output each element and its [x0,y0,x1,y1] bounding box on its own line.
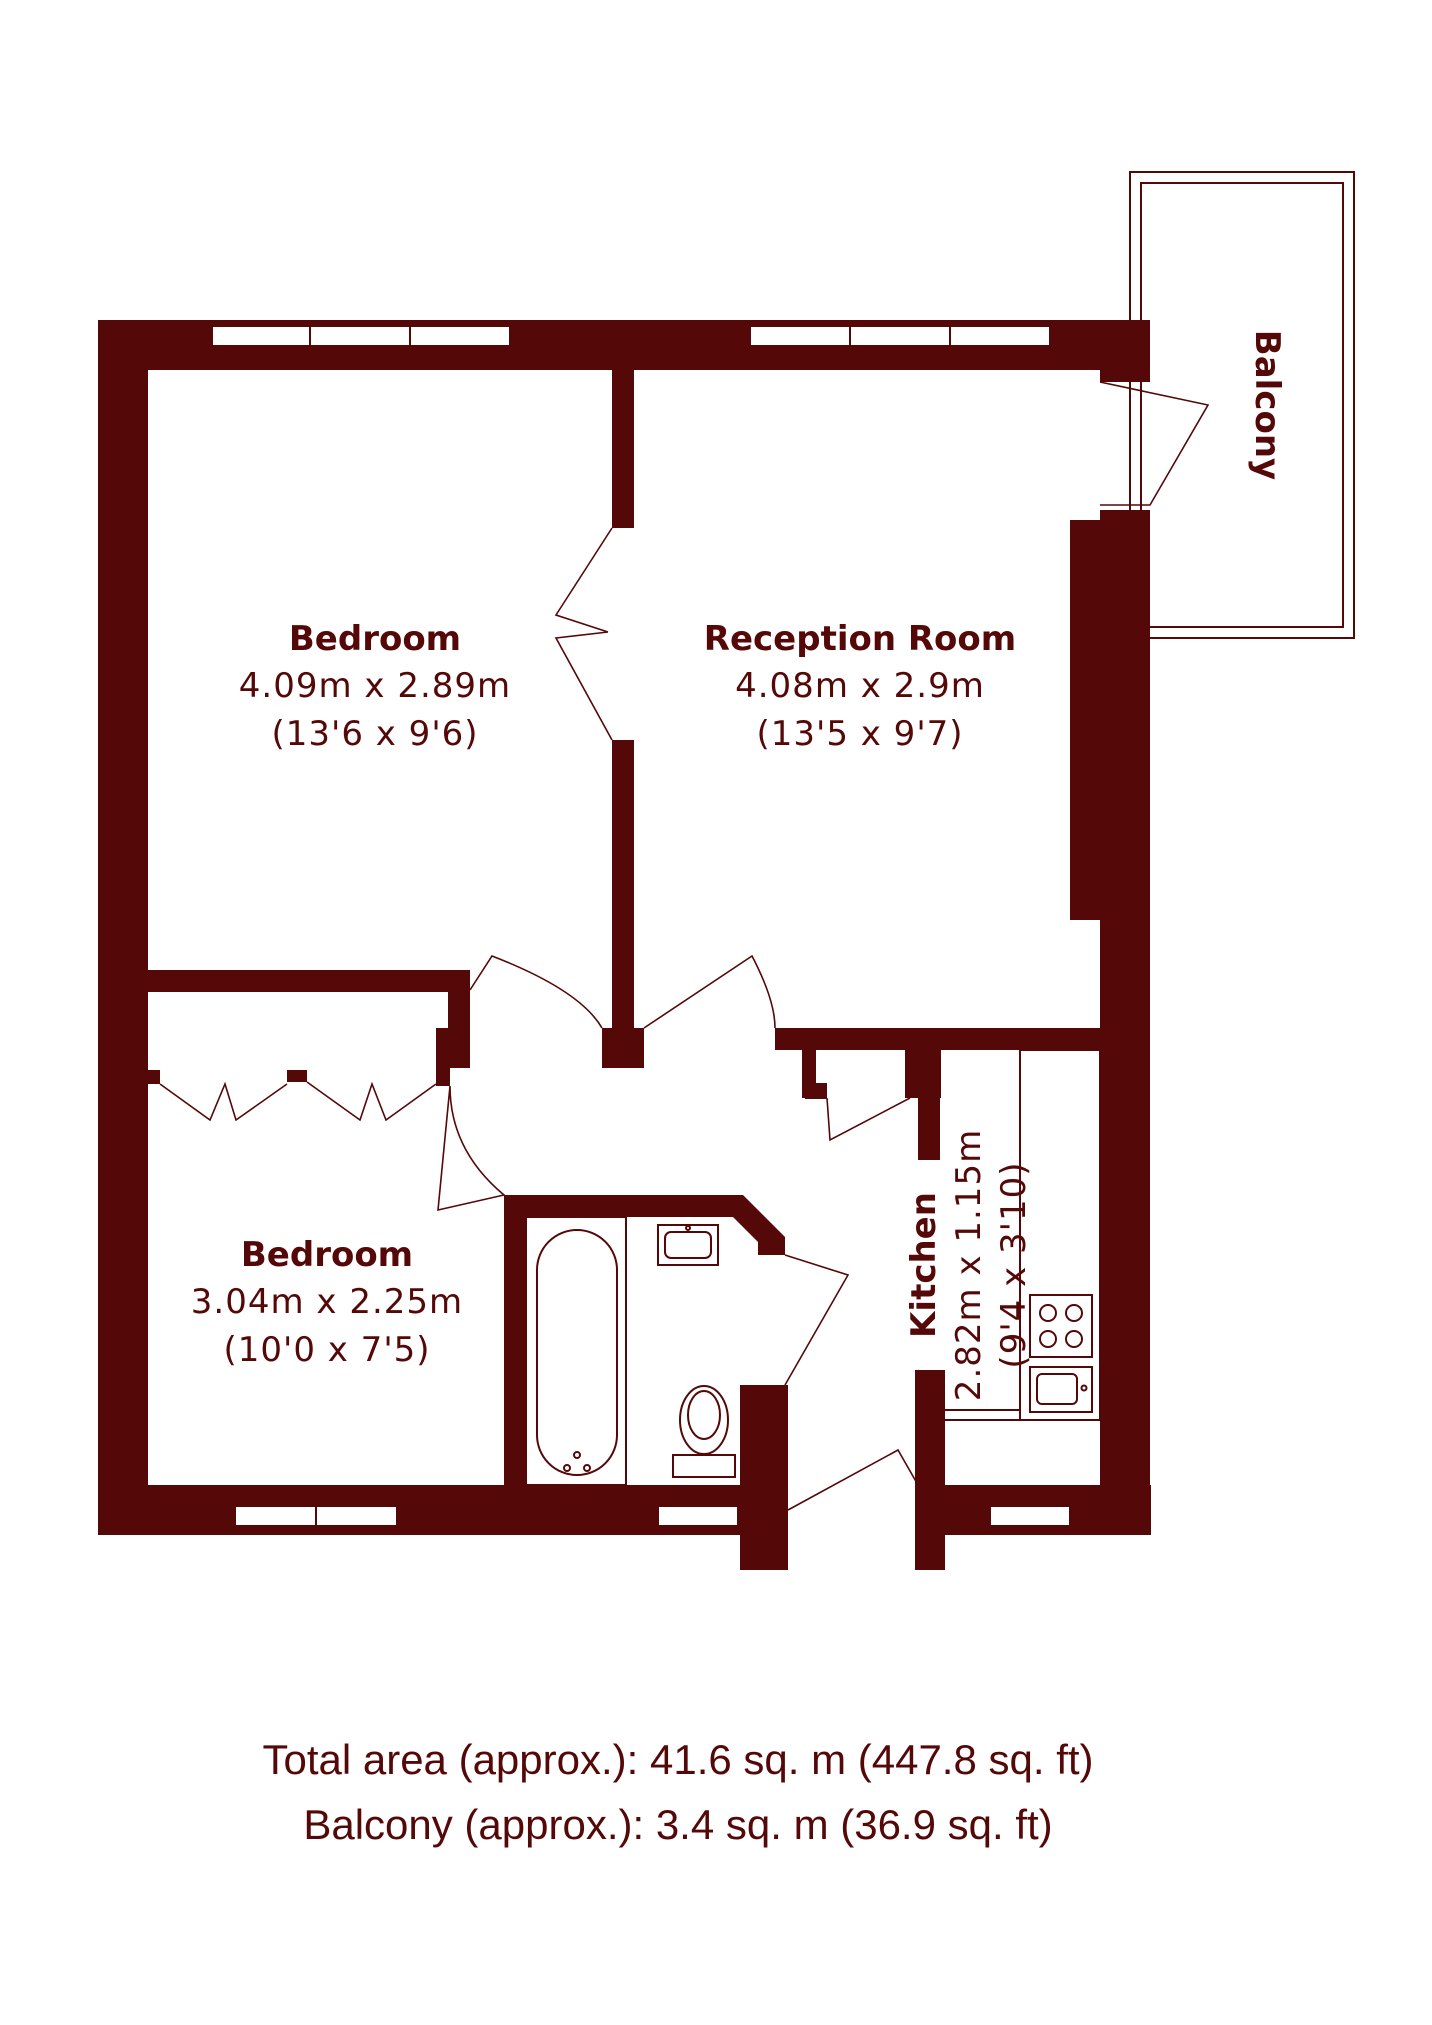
walls [98,320,1151,1570]
kitchen-fixtures [939,1049,1101,1421]
room-label-bedroom-1: Bedroom 4.09m x 2.89m (13'6 x 9'6) [239,619,511,754]
room-label-balcony: Balcony [1247,330,1287,480]
kitchen-metric: 2.82m x 1.15m [949,1129,989,1401]
bedroom-2-metric: 3.04m x 2.25m [191,1282,463,1322]
kitchen-imperial: (9'4 x 3'10) [994,1161,1034,1368]
balcony-area: Balcony (approx.): 3.4 sq. m (36.9 sq. f… [303,1801,1052,1848]
room-label-reception: Reception Room 4.08m x 2.9m (13'5 x 9'7) [704,619,1016,754]
bedroom-1-name: Bedroom [289,619,461,659]
room-label-kitchen: Kitchen 2.82m x 1.15m (9'4 x 3'10) [904,1129,1034,1401]
bedroom-2-imperial: (10'0 x 7'5) [223,1330,430,1370]
doors [159,381,1210,1511]
reception-name: Reception Room [704,619,1016,659]
bathroom-fixtures [525,1216,736,1486]
bedroom-1-metric: 4.09m x 2.89m [239,666,511,706]
area-summary: Total area (approx.): 41.6 sq. m (447.8 … [262,1736,1093,1848]
reception-imperial: (13'5 x 9'7) [756,714,963,754]
kitchen-name: Kitchen [904,1192,944,1338]
reception-metric: 4.08m x 2.9m [735,666,985,706]
room-label-bedroom-2: Bedroom 3.04m x 2.25m (10'0 x 7'5) [191,1235,463,1370]
bedroom-1-imperial: (13'6 x 9'6) [271,714,478,754]
balcony [1129,171,1355,639]
total-area: Total area (approx.): 41.6 sq. m (447.8 … [262,1736,1093,1783]
bedroom-2-name: Bedroom [241,1235,413,1275]
windows [211,325,1071,1527]
balcony-name: Balcony [1247,330,1287,480]
